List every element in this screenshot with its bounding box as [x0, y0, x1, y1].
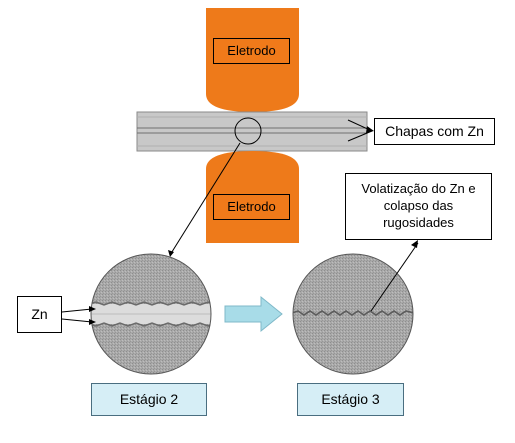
zinc-coated-sheets	[136, 111, 368, 152]
magnifier-leader-line	[169, 142, 241, 256]
stage2-lens	[90, 253, 212, 375]
volatilization-label: Volatização do Zn e colapso das rugosida…	[345, 173, 492, 240]
magnifier-leader-arrowhead	[168, 250, 174, 257]
stage3-lens	[292, 253, 414, 375]
volatilization-label-line3: rugosidades	[383, 214, 454, 230]
stage2-label: Estágio 2	[91, 383, 207, 416]
volatilization-label-line1: Volatização do Zn e	[361, 181, 476, 197]
volatilization-leader-line	[370, 242, 419, 312]
zn-label: Zn	[17, 296, 62, 333]
sheets-label: Chapas com Zn	[374, 118, 495, 145]
volatilization-leader-arrowhead	[411, 240, 418, 248]
electrode-top-label: Eletrodo	[213, 38, 290, 64]
sheets-pointer-arrows	[347, 119, 374, 142]
volatilization-label-line2: colapso das	[383, 198, 454, 214]
stage-transition-arrow	[224, 295, 283, 333]
stage3-label: Estágio 3	[297, 383, 404, 416]
zn-pointer-arrows	[61, 306, 96, 325]
electrode-bottom-label: Eletrodo	[213, 194, 290, 220]
magnifier-circle	[234, 117, 262, 145]
